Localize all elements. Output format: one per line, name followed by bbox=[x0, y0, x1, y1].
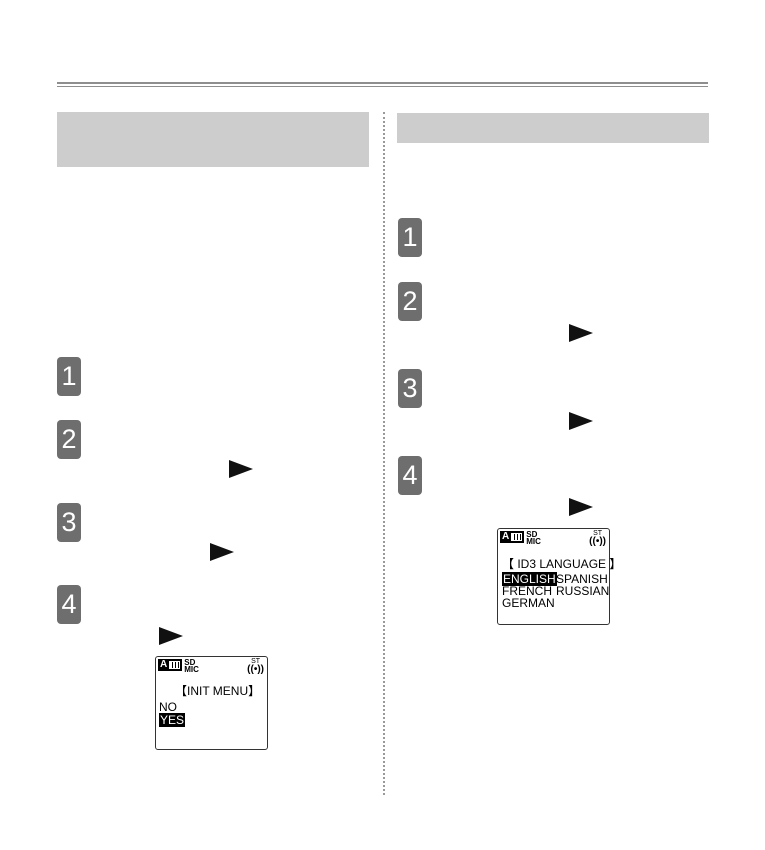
lcd-option-russian: RUSSIAN bbox=[556, 584, 610, 598]
battery-icon bbox=[511, 533, 523, 541]
play-arrow-icon bbox=[229, 460, 253, 478]
lcd-title: 【INIT MENU】 bbox=[175, 684, 261, 698]
step-badge-2: 2 bbox=[57, 420, 81, 459]
lcd-option-yes: YES bbox=[159, 713, 186, 727]
lcd-option-no: NO bbox=[159, 700, 177, 714]
play-arrow-icon bbox=[569, 498, 593, 516]
step-badge-3: 3 bbox=[57, 503, 81, 542]
lcd-option-spanish: SPANISH bbox=[556, 572, 608, 586]
lcd-option-english-label: ENGLISH bbox=[502, 572, 557, 586]
lcd-option-french: FRENCH bbox=[502, 584, 552, 598]
storage-input-indicator: SD MIC bbox=[184, 658, 199, 674]
step-badge-3: 3 bbox=[398, 369, 422, 408]
battery-icon bbox=[169, 661, 181, 669]
mode-indicator: A bbox=[158, 659, 183, 671]
lcd-option-german: GERMAN bbox=[502, 596, 555, 610]
top-rule bbox=[57, 82, 708, 87]
mic-icon: ((•)) bbox=[247, 664, 264, 675]
mode-label: A bbox=[502, 531, 510, 542]
input-label: MIC bbox=[184, 665, 199, 674]
left-section-header-bar bbox=[57, 112, 369, 167]
lcd-status-bar: A SD MIC bbox=[158, 658, 199, 674]
storage-label: SD bbox=[184, 658, 196, 667]
step-badge-4: 4 bbox=[398, 456, 422, 495]
step-badge-4: 4 bbox=[57, 585, 81, 624]
play-arrow-icon bbox=[159, 627, 183, 645]
step-badge-1: 1 bbox=[398, 218, 422, 257]
mode-indicator: A bbox=[500, 531, 525, 543]
lcd-screen-id3-language: A SD MIC ST ((•)) 【 ID3 LANGUAGE 】 ENGLI… bbox=[497, 528, 621, 625]
step-badge-1: 1 bbox=[57, 357, 81, 396]
stereo-mic-indicator: ST ((•)) bbox=[247, 658, 264, 675]
storage-input-indicator: SD MIC bbox=[526, 530, 541, 546]
lcd-screen-init-menu: A SD MIC ST ((•)) 【INIT MENU】 NO YES bbox=[155, 656, 268, 750]
right-section-header-bar bbox=[397, 113, 709, 143]
play-arrow-icon bbox=[569, 412, 593, 430]
step-badge-2: 2 bbox=[398, 282, 422, 321]
column-divider bbox=[383, 112, 385, 795]
play-arrow-icon bbox=[210, 543, 234, 561]
lcd-option-yes-label: YES bbox=[159, 713, 186, 727]
lcd-title: 【 ID3 LANGUAGE 】 bbox=[502, 557, 622, 571]
input-label: MIC bbox=[526, 537, 541, 546]
play-arrow-icon bbox=[569, 324, 593, 342]
stereo-label: ST bbox=[593, 530, 603, 537]
stereo-label: ST bbox=[251, 658, 261, 665]
mode-label: A bbox=[160, 659, 168, 670]
lcd-option-english: ENGLISH bbox=[502, 572, 557, 586]
stereo-mic-indicator: ST ((•)) bbox=[589, 530, 606, 547]
mic-icon: ((•)) bbox=[589, 536, 606, 547]
lcd-status-bar: A SD MIC bbox=[500, 530, 541, 546]
storage-label: SD bbox=[526, 530, 538, 539]
